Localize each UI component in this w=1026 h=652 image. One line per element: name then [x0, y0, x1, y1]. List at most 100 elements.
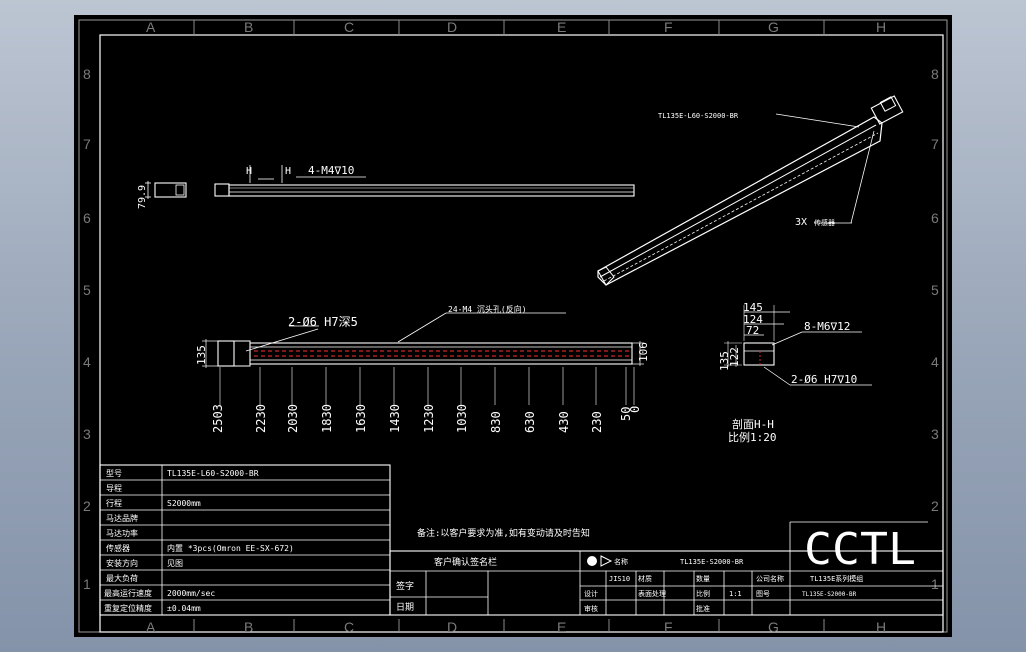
position-label: 1430: [388, 404, 402, 433]
drawing-name-label: 名称: [614, 557, 628, 566]
iso-view: TL135E-L60-S2000-BR 3X 传感器: [597, 95, 904, 286]
checker-label: 审核: [584, 604, 598, 613]
row-label: 5: [931, 282, 939, 298]
row-label: 6: [83, 210, 91, 226]
section-dim-72: 72: [746, 324, 759, 337]
front-pin-note: 2-Ø6 H7深5: [288, 315, 358, 329]
designer-label: 设计: [584, 589, 598, 598]
col-label: F: [664, 619, 673, 635]
company-name-label: 公司名称: [756, 574, 784, 583]
row-label: 2: [83, 498, 91, 514]
col-label: D: [447, 19, 457, 35]
section-dim-145: 145: [743, 301, 763, 314]
position-label: 1030: [455, 404, 469, 433]
scale-value: 1:1: [729, 590, 742, 598]
date-label: 日期: [396, 602, 414, 613]
version-code: JIS10: [609, 575, 630, 583]
section-dim-135: 135: [718, 351, 731, 371]
row-label: 5: [83, 282, 91, 298]
section-dim-124: 124: [743, 313, 763, 326]
position-label: 430: [557, 411, 571, 433]
drawing-sheet: A B C D E F G H A B C D E F G H 8 7 6 5 …: [74, 15, 952, 637]
spec-value: 内置 *3pcs(Omron EE-SX-672): [167, 543, 294, 553]
row-label: 1: [83, 576, 91, 592]
row-label: 4: [931, 354, 939, 370]
spec-label: 最高运行速度: [104, 588, 152, 598]
iso-count-note: 传感器: [814, 218, 835, 227]
col-label: A: [146, 619, 156, 635]
iso-model-label: TL135E-L60-S2000-BR: [658, 112, 739, 120]
row-label: 6: [931, 210, 939, 226]
drawing-name: TL135E-S2000-BR: [680, 558, 744, 566]
col-label: H: [876, 619, 886, 635]
row-label: 7: [931, 136, 939, 152]
col-label: C: [344, 19, 354, 35]
scale-label: 比例: [696, 589, 710, 598]
position-label: 830: [489, 411, 503, 433]
projection-symbol-icon: [587, 556, 597, 566]
drawing-no-label: 图号: [756, 590, 770, 598]
spec-value: S2000mm: [167, 499, 201, 508]
section-scale: 比例1:20: [728, 430, 777, 444]
drawing-no: TL135E-S2000-BR: [802, 591, 857, 598]
section-pin-note: 2-Ø6 H7∇10: [791, 373, 857, 386]
position-label: 1230: [422, 404, 436, 433]
spec-label: 型号: [106, 469, 122, 478]
sign-label: 签字: [396, 580, 414, 592]
position-label: 1830: [320, 404, 334, 433]
iso-count-label: 3X: [795, 217, 807, 228]
projection-cone-icon: [600, 555, 613, 567]
company-name: TL135E系列模组: [810, 574, 863, 583]
cad-drawing: A B C D E F G H A B C D E F G H 8 7 6 5 …: [78, 19, 948, 635]
col-label: B: [244, 19, 253, 35]
section-title: 剖面H-H: [732, 417, 774, 431]
col-label: H: [876, 19, 886, 35]
approver-label: 批准: [696, 604, 710, 613]
company-logo: CCTL: [804, 524, 916, 575]
title-block: 客户确认签名栏 签字 日期 名称 TL135E-S2000-BR JIS10 材…: [389, 521, 944, 616]
material-label: 材质: [638, 574, 652, 583]
confirm-header: 客户确认签名栏: [434, 556, 497, 568]
spec-label: 重复定位精度: [104, 603, 152, 613]
spec-label: 导程: [106, 484, 122, 493]
front-view: 2-Ø6 H7深5 24-M4 沉头孔(反向) 135 106: [195, 304, 650, 433]
position-label: 230: [590, 411, 604, 433]
spec-label: 行程: [106, 498, 122, 508]
col-label: G: [768, 19, 779, 35]
row-label: 4: [83, 354, 91, 370]
col-label: A: [146, 19, 156, 35]
process-label: 表面处理: [638, 589, 666, 598]
col-label: D: [447, 619, 457, 635]
border-frame: [99, 34, 944, 633]
spec-label: 马达功率: [106, 528, 138, 538]
row-label: 7: [83, 136, 91, 152]
section-view: 145 124 72 135 122 8-M6∇12 2-Ø6 H7∇10 剖面…: [718, 301, 872, 444]
front-height-left: 135: [195, 345, 208, 365]
spec-value: 见图: [167, 559, 183, 568]
top-view: 79.9 H H 4-M4∇10: [137, 164, 635, 209]
position-label: 50: [619, 407, 633, 421]
spec-table: 型号 导程 行程 马达品牌 马达功率 传感器 安装方向 最大负荷 最高运行速度 …: [99, 464, 391, 616]
position-label: 0: [628, 406, 642, 413]
spec-value: 2000mm/sec: [167, 589, 215, 598]
remark-note: 备注:以客户要求为准,如有变动请及时告知: [417, 527, 590, 539]
position-label: 630: [523, 411, 537, 433]
spec-value: TL135E-L60-S2000-BR: [167, 469, 259, 478]
spec-label: 马达品牌: [106, 513, 138, 523]
row-label: 3: [83, 426, 91, 442]
section-dim-122: 122: [728, 347, 741, 367]
spec-label: 安装方向: [106, 558, 138, 568]
section-mark-left: H: [246, 166, 252, 177]
col-label: G: [768, 619, 779, 635]
row-label: 8: [83, 66, 91, 82]
position-label: 1630: [354, 404, 368, 433]
position-label: 2230: [254, 404, 268, 433]
col-label: E: [557, 19, 566, 35]
col-label: E: [557, 619, 566, 635]
spec-label: 最大负荷: [106, 573, 138, 583]
col-label: F: [664, 19, 673, 35]
spec-value: ±0.04mm: [167, 604, 201, 613]
qty-label: 数量: [696, 574, 710, 583]
row-label: 2: [931, 498, 939, 514]
spec-label: 传感器: [106, 543, 130, 553]
